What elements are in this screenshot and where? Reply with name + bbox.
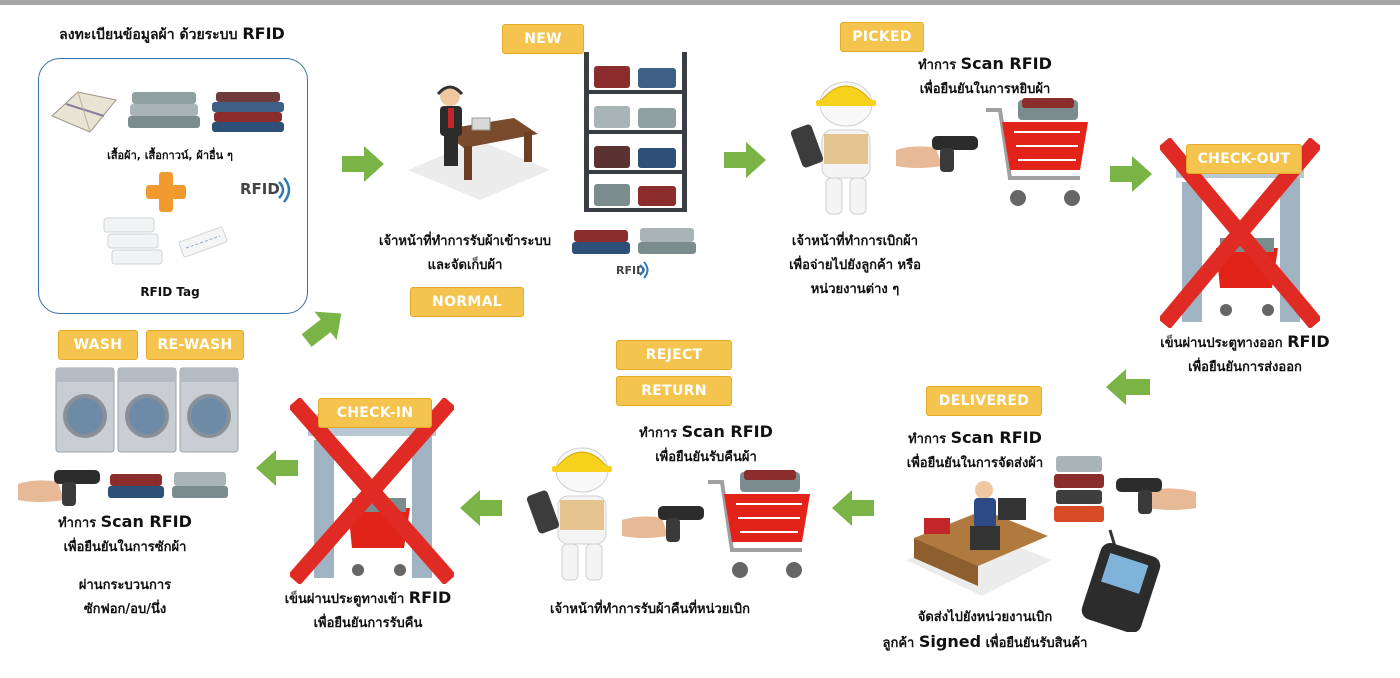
cloth-stack-icon: [212, 92, 284, 132]
washing-machine-icon: [55, 367, 239, 453]
rfid-tag-icon: [103, 217, 163, 265]
flow-arrow-right-icon: [342, 146, 384, 182]
badge-wash: WASH: [58, 330, 138, 360]
badge-reject: REJECT: [616, 340, 732, 370]
return-scan-text: ทำการ Scan RFID เพื่อยืนยันรับคืนผ้า: [639, 422, 773, 465]
wireless-icon: [278, 177, 291, 203]
registration-box: [38, 58, 308, 314]
checkin-caption: เข็นผ่านประตูทางเข้า RFID เพื่อยืนยันการ…: [284, 588, 452, 631]
cloth-stack-icon: [108, 472, 228, 498]
shopping-cart-icon: [708, 470, 810, 578]
flow-arrow-left-icon: [460, 490, 502, 526]
hand-scanner-icon: [1116, 478, 1196, 514]
hand-scanner-icon: [18, 470, 100, 506]
worker-scanner-icon: [526, 447, 612, 581]
checkout-caption: เข็นผ่านประตูทางออก RFID เพื่อยืนยันการส…: [1160, 332, 1330, 375]
rfid-logo: RFID: [240, 180, 280, 198]
picked-scan-text: ทำการ Scan RFID เพื่อยืนยันในการหยิบผ้า: [918, 54, 1052, 97]
rfid-logo: RFID: [616, 264, 646, 277]
wash-scan-text: ทำการ Scan RFID เพื่อยืนยันในการซักผ้า: [58, 512, 192, 555]
top-border: [0, 0, 1400, 5]
cloth-stack-icon: [1054, 456, 1104, 522]
flow-arrow-left-icon: [256, 450, 298, 486]
plus-icon: [146, 172, 186, 212]
picked-caption: เจ้าหน้าที่ทำการเบิกผ้า เพื่อจ่ายไปยังลู…: [789, 234, 921, 297]
worker-scanner-icon: [790, 81, 876, 215]
flow-arrow-up-right-icon: [302, 311, 342, 347]
flow-arrow-left-icon: [832, 490, 874, 526]
clothes-caption: เสื้อผ้า, เสื้อกาวน์, ผ้าอื่น ๆ: [107, 149, 233, 162]
flow-arrow-right-icon: [1110, 156, 1152, 192]
flow-arrow-down-left-icon: [1106, 369, 1150, 405]
hand-scanner-icon: [896, 136, 978, 172]
badge-normal: NORMAL: [410, 287, 524, 317]
folded-cloth-icon: [51, 91, 117, 133]
badge-delivered: DELIVERED: [926, 386, 1042, 416]
registration-title: ลงทะเบียนข้อมูลผ้า ด้วยระบบ RFID: [59, 24, 285, 43]
flow-arrow-right-icon: [724, 142, 766, 178]
badge-return: RETURN: [616, 376, 732, 406]
badge-check-in: CHECK-IN: [318, 398, 432, 428]
wireless-icon: [639, 261, 649, 279]
mobile-scanner-icon: [1081, 529, 1161, 632]
rfid-tag-icon: [178, 226, 228, 258]
badge-new: NEW: [502, 24, 584, 54]
badge-re-wash: RE-WASH: [146, 330, 244, 360]
delivered-scan-text: ทำการ Scan RFID เพื่อยืนยันในการจัดส่งผ้…: [906, 428, 1044, 471]
badge-check-out: CHECK-OUT: [1186, 144, 1302, 174]
wash-process-text: ผ่านกระบวนการ ซักฟอก/อบ/นึ่ง: [78, 578, 172, 617]
cloth-stack-icon: [128, 92, 200, 128]
rfid-tag-caption: RFID Tag: [140, 285, 200, 299]
desk-worker-icon: [408, 85, 550, 200]
storage-caption: เจ้าหน้าที่ทำการรับผ้าเข้าระบบ และจัดเก็…: [379, 234, 551, 273]
cloth-stack-icon: [572, 228, 696, 254]
desk-worker-icon: [906, 481, 1052, 596]
shopping-cart-icon: [986, 98, 1088, 206]
badge-picked: PICKED: [840, 22, 924, 52]
return-caption: เจ้าหน้าที่ทำการรับผ้าคืนที่หน่วยเบิก: [550, 602, 750, 617]
storage-shelf-icon: [584, 52, 687, 212]
hand-scanner-icon: [622, 506, 704, 542]
delivered-caption: จัดส่งไปยังหน่วยงานเบิก ลูกค้า Signed เพ…: [882, 610, 1088, 651]
